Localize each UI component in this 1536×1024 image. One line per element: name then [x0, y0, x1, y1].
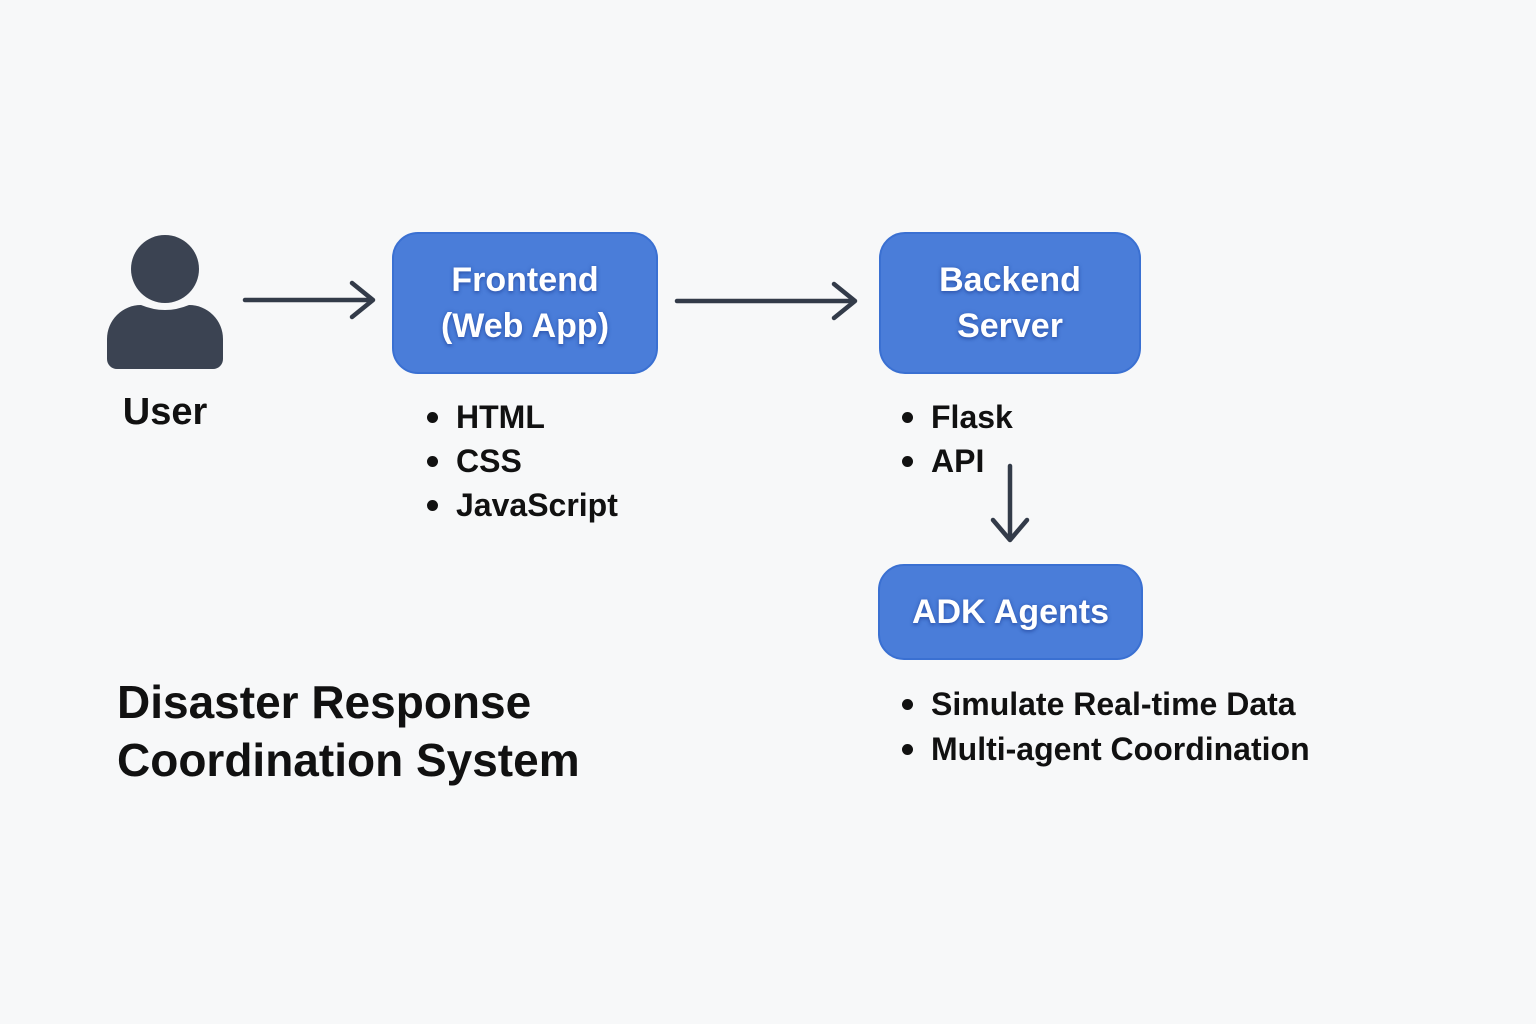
- list-item: Simulate Real-time Data: [902, 682, 1310, 727]
- list-item: Multi-agent Coordination: [902, 727, 1310, 772]
- node-backend-label-line1: Backend: [939, 261, 1081, 299]
- list-item: JavaScript: [427, 483, 618, 527]
- diagram-title-line2: Coordination System: [117, 734, 580, 786]
- user-icon: [107, 235, 223, 369]
- bullet-dot: [902, 699, 913, 710]
- bullet-label: CSS: [456, 442, 522, 479]
- diagram-title-line1: Disaster Response: [117, 676, 532, 728]
- node-frontend-label-line2: (Web App): [440, 307, 610, 345]
- arrow-frontend-to-backend: [674, 281, 858, 321]
- bullet-dot: [902, 411, 913, 423]
- arrow-user-to-frontend: [242, 280, 376, 320]
- list-item: Flask: [902, 395, 1013, 439]
- node-adk-label: ADK Agents: [911, 593, 1110, 631]
- bullet-label: API: [931, 442, 985, 479]
- frontend-bullet-list: HTML CSS JavaScript: [427, 395, 618, 527]
- bullet-label: Multi-agent Coordination: [931, 731, 1310, 767]
- node-backend: Backend Server: [879, 232, 1141, 374]
- adk-bullet-list: Simulate Real-time Data Multi-agent Coor…: [902, 682, 1310, 772]
- bullet-label: HTML: [456, 398, 545, 435]
- bullet-dot: [427, 499, 438, 511]
- node-frontend-label-line1: Frontend: [451, 261, 599, 299]
- bullet-label: JavaScript: [456, 486, 618, 523]
- bullet-dot: [427, 455, 438, 467]
- list-item: HTML: [427, 395, 618, 439]
- bullet-label: Simulate Real-time Data: [931, 686, 1296, 722]
- bullet-dot: [902, 455, 913, 467]
- node-backend-label-line2: Server: [957, 307, 1063, 345]
- bullet-dot: [427, 411, 438, 423]
- list-item: API: [902, 439, 1013, 483]
- user-label: User: [122, 391, 208, 433]
- node-adk-agents: ADK Agents: [878, 564, 1143, 660]
- list-item: CSS: [427, 439, 618, 483]
- diagram-title: Disaster Response Coordination System: [117, 673, 580, 789]
- bullet-label: Flask: [931, 398, 1013, 435]
- backend-bullet-list: Flask API: [902, 395, 1013, 483]
- node-frontend: Frontend (Web App): [392, 232, 658, 374]
- bullet-dot: [902, 744, 913, 755]
- arrow-backend-to-adk: [990, 463, 1030, 543]
